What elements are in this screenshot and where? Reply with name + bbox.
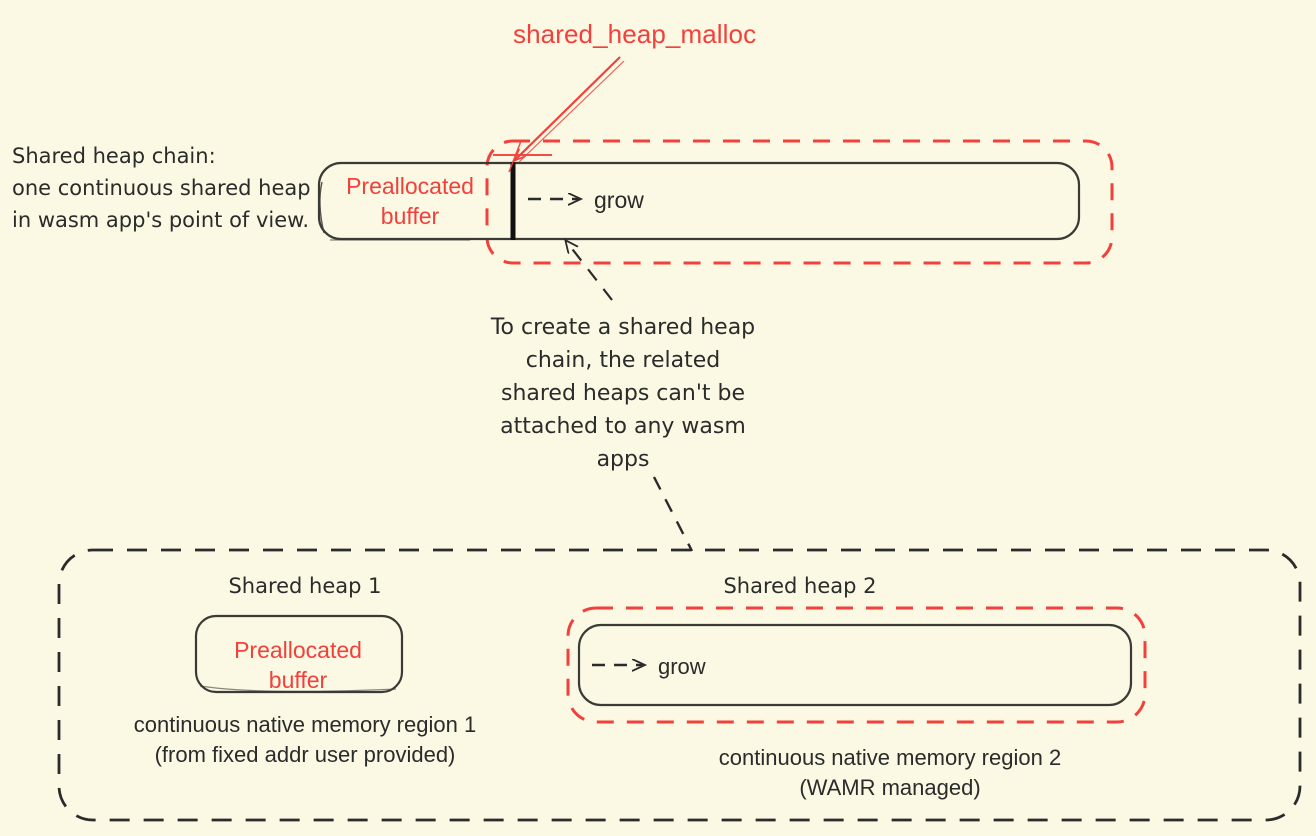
shared-heap-2-title: Shared heap 2 (723, 574, 877, 598)
top-grow-label: grow (594, 187, 644, 213)
shared-heap-2-red-dashed-region (566, 606, 1147, 724)
shared-heap-1-title: Shared heap 1 (228, 574, 382, 598)
shared-heap-2-caption: continuous native memory region 2 (WAMR … (718, 745, 1062, 801)
explanation-note-text: To create a shared heap chain, the relat… (490, 315, 756, 472)
bottom-outer-dashed-container (57, 548, 1302, 822)
shared-heap-1-caption: continuous native memory region 1 (from … (133, 712, 477, 768)
shared-heap-malloc-callout-arrow (493, 56, 625, 173)
shared-heap-1-box (194, 614, 404, 694)
top-preallocated-buffer-label: Preallocated buffer (346, 173, 474, 229)
shared-heap-2-box (577, 623, 1133, 707)
shared-heap-1-box-label: Preallocated buffer (234, 637, 362, 693)
shared-heap-2-grow-label: grow (658, 654, 706, 679)
shared-heap-malloc-label: shared_heap_malloc (513, 19, 757, 49)
explanation-connector-lower (652, 476, 694, 552)
side-note-text: Shared heap chain: one continuous shared… (12, 144, 311, 232)
top-red-dashed-region (485, 139, 1114, 265)
top-shared-heap-bar (317, 161, 1081, 241)
explanation-connector-upper (566, 241, 613, 301)
